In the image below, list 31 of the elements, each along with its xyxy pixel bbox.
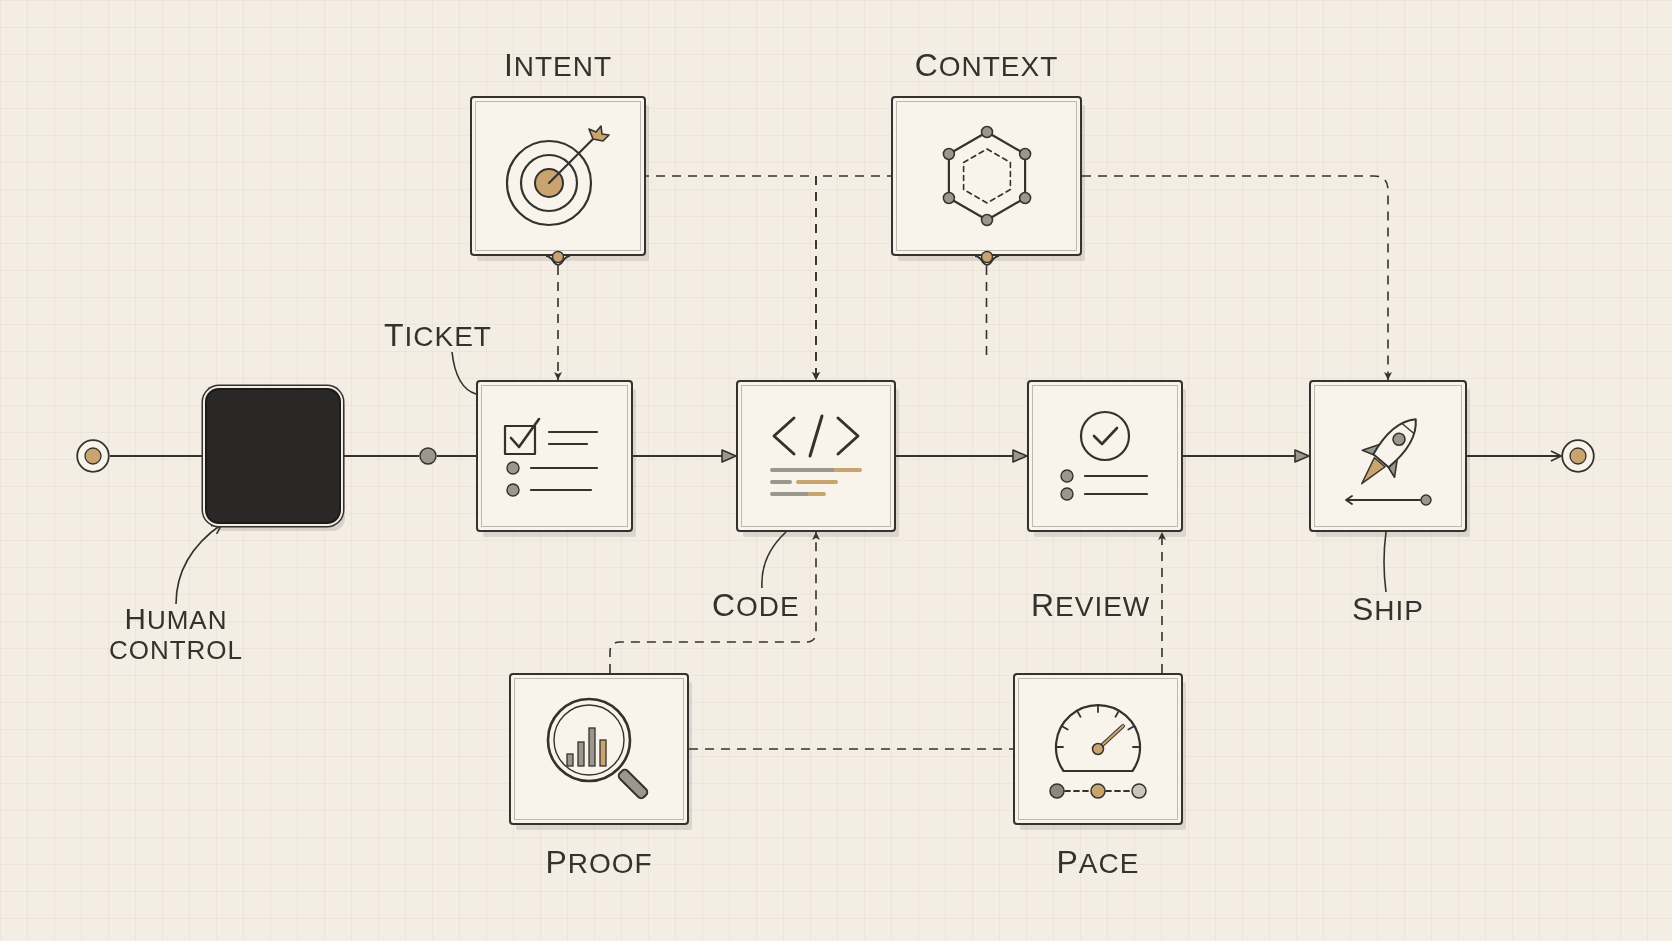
leader-line (1383, 531, 1387, 593)
dashed-arrow (1081, 175, 1392, 381)
step-label: INTENT (503, 48, 613, 84)
step-card (736, 380, 896, 532)
arrow (1182, 449, 1310, 463)
step-label: CONTEXT (914, 48, 1059, 84)
dark-tile (205, 388, 341, 524)
dashed-arrow (812, 175, 892, 381)
step-card (476, 380, 633, 532)
step-label: TICKET (384, 318, 492, 354)
dashed-arrow (1158, 531, 1166, 674)
arrow (1466, 450, 1562, 462)
leader-line (761, 531, 787, 589)
dashed-arrow (554, 265, 562, 381)
step-label: SHIP (1352, 592, 1424, 628)
connector-line (436, 455, 477, 457)
ring-dot-icon (76, 439, 110, 473)
ring-dot-icon (1561, 439, 1595, 473)
step-card (1309, 380, 1467, 532)
dashed-line (688, 748, 1014, 750)
step-label: PACE (1056, 845, 1140, 881)
arrow (632, 449, 737, 463)
dashed-line (985, 265, 988, 358)
annotation-label: HUMAN CONTROL (101, 604, 251, 665)
step-label: PROOF (545, 845, 653, 881)
arrow (895, 449, 1028, 463)
step-label: REVIEW (1031, 588, 1151, 624)
dashed-arrow (609, 531, 820, 674)
junction-dot-icon (419, 447, 437, 465)
step-label: CODE (712, 588, 800, 624)
leader-line (451, 351, 477, 395)
